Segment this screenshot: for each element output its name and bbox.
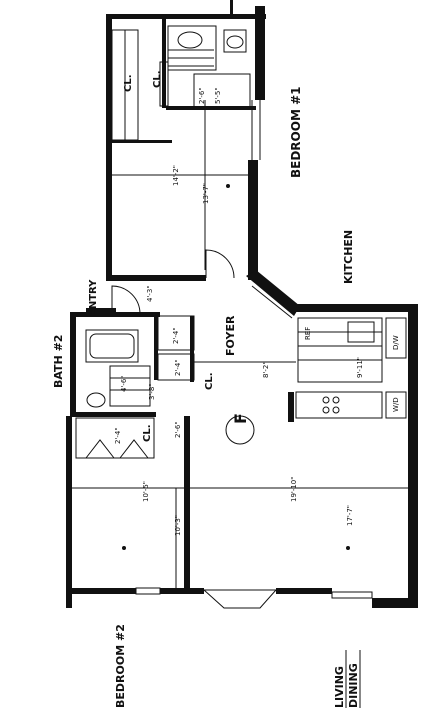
dim-entry-cl: 4'-3" [146,285,154,302]
dim-living-long: 19'-10" [290,477,298,502]
dim-foyer: 8'-2" [262,361,270,378]
dim-bath-b: 4'-6" [120,375,128,392]
entry-door [111,285,141,315]
diagonal-wall [246,270,300,319]
kitchen-walls [288,304,418,608]
lower-walls [66,416,418,609]
foyer-closets [75,314,195,459]
dim-bedroom1-small: 14'-2" [172,165,180,186]
dimension-lines [72,100,408,588]
bedroom-1-walls [106,0,266,281]
bedroom-2-point [122,546,126,550]
entry-label: ENTRY [88,279,99,316]
dim-cl-c: 2'-6" [174,421,182,438]
dim-bedroom2-b: 10'-3" [174,515,182,536]
bedroom-1-point [226,184,230,188]
dim-bedroom2-a: 10'-5" [142,481,150,502]
dim-kitchen-a: 9'-11" [356,357,364,378]
dim-living-short: 17'-7" [346,505,354,526]
kitchen-label: KITCHEN [342,230,355,284]
bath-2-closet-label: CL. [142,424,153,442]
dining-label: DINING [347,663,360,708]
dim-bath1-a: 2'-6" [198,87,206,104]
dishwasher-label: D/W [392,335,400,350]
foyer-label: FOYER [224,315,237,356]
bath-2-label: BATH #2 [52,335,65,388]
bedroom-1-door [205,249,235,279]
washer-dryer-label: W/D [392,397,400,412]
dim-bath1-b: 5'-5" [214,87,222,104]
dim-cl-a: 2'-4" [172,327,180,344]
dim-bedroom1-width: 13'-7" [202,183,210,204]
bath-1 [162,18,256,110]
bedroom-1-label: BEDROOM #1 [289,87,303,178]
dim-cl-b: 2'-4" [174,359,182,376]
bath-1-closet-label: CL. [152,70,163,88]
fridge-label: REF [304,327,312,340]
bedroom-2-label: BEDROOM #2 [114,624,127,708]
dim-bath-a: 3'-8" [148,383,156,400]
dim-cl-d: 2'-4" [114,427,122,444]
floor-marker: F [225,413,255,445]
bedroom-1-closet-label: CL. [123,74,134,92]
living-point [346,546,350,550]
foyer-closet-label: CL. [204,372,215,390]
entry-jamb [86,308,116,313]
bath-2-walls [70,312,160,417]
floor-marker-text: F [231,413,250,424]
living-label: LIVING [333,666,346,708]
